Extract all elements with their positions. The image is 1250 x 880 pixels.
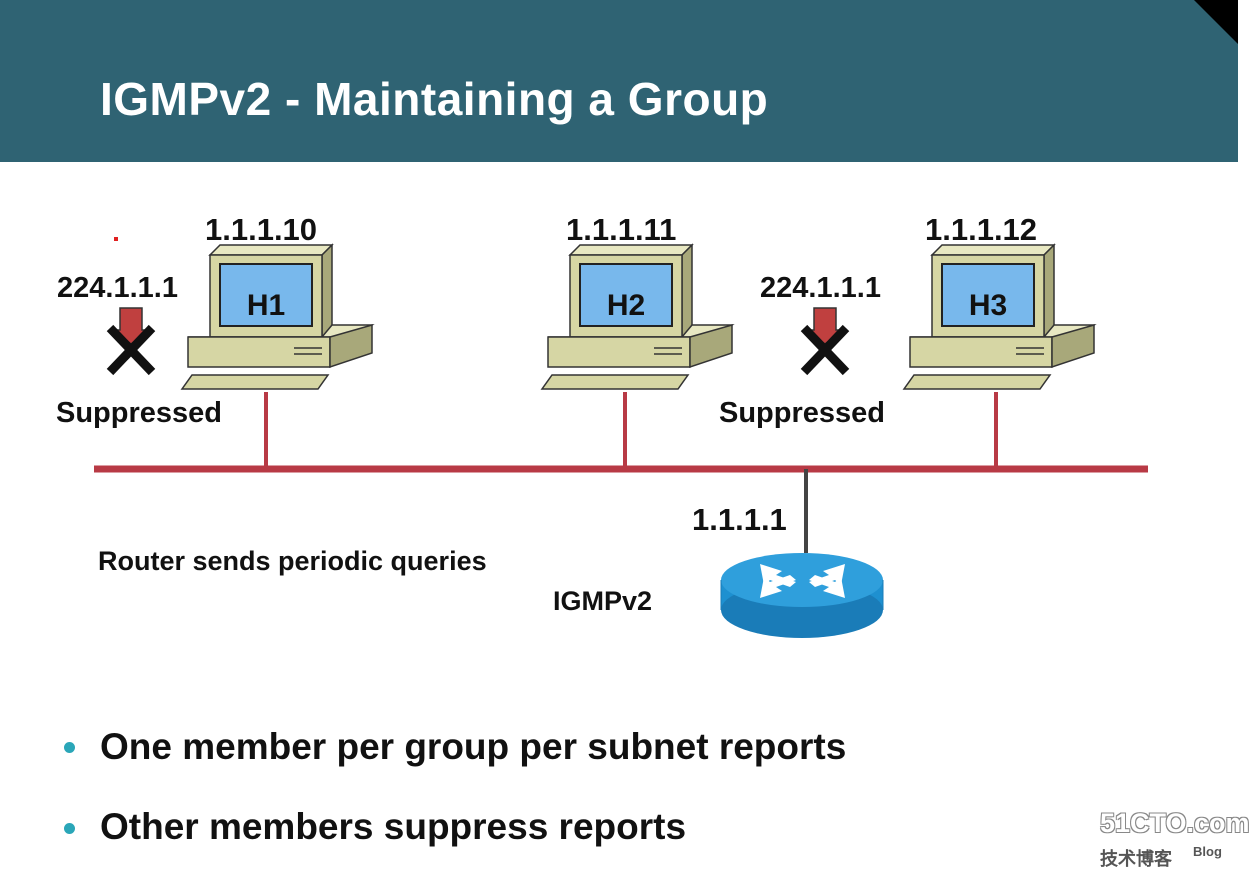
watermark-blog: Blog — [1193, 844, 1222, 859]
slide-title: IGMPv2 - Maintaining a Group — [100, 73, 769, 125]
host-ip-h2: 1.1.1.11 — [566, 212, 677, 247]
router-note: Router sends periodic queries — [98, 546, 487, 576]
header-corner — [1194, 0, 1238, 44]
slide-header: IGMPv2 - Maintaining a Group — [0, 0, 1238, 162]
host-ip-h3: 1.1.1.12 — [925, 212, 1038, 247]
suppressed-arrow-icon — [110, 308, 152, 372]
suppressed-label-h2: Suppressed — [719, 397, 885, 429]
host-name-h3: H3 — [969, 289, 1007, 322]
group-address-h2: 224.1.1.1 — [760, 272, 881, 304]
router-protocol: IGMPv2 — [553, 586, 653, 616]
watermark-subtitle: 技术博客 — [1100, 849, 1172, 869]
bullet-marker — [64, 823, 75, 834]
router-icon — [720, 553, 884, 638]
host-name-h2: H2 — [607, 289, 645, 322]
bullet-item: Other members suppress reports — [100, 806, 687, 847]
bullet-marker — [64, 742, 75, 753]
group-address-h1: 224.1.1.1 — [57, 272, 178, 304]
host-name-h1: H1 — [247, 289, 285, 322]
suppressed-label-h1: Suppressed — [56, 397, 222, 429]
bullet-item: One member per group per subnet reports — [100, 726, 847, 767]
router-ip: 1.1.1.1 — [692, 502, 787, 537]
red-marker — [114, 237, 118, 241]
watermark-logo: 51CTO.com — [1100, 808, 1250, 838]
host-ip-h1: 1.1.1.10 — [205, 212, 318, 247]
suppressed-arrow-icon — [804, 308, 846, 372]
